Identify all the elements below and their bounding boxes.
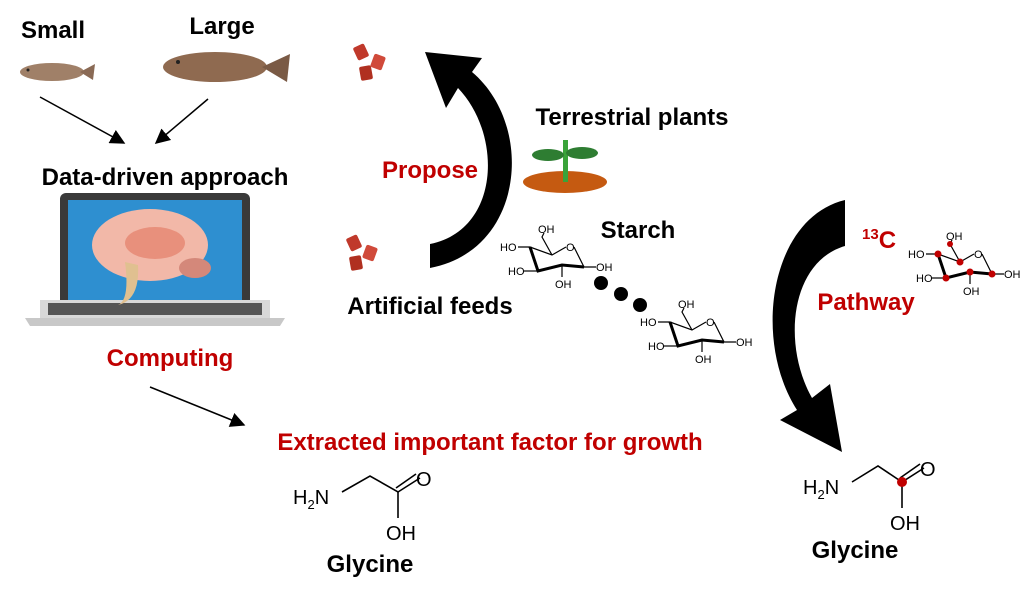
propose-curved-arrow bbox=[425, 52, 512, 268]
label-glycine-right: Glycine bbox=[812, 537, 899, 564]
label-artificial-feeds: Artificial feeds bbox=[347, 293, 512, 320]
label-starch: Starch bbox=[601, 217, 676, 244]
label-data-driven: Data-driven approach bbox=[42, 164, 289, 191]
glycine-structure-right: H2N O OH bbox=[803, 459, 936, 535]
large-fish-image bbox=[163, 52, 290, 82]
svg-text:OH: OH bbox=[890, 513, 920, 535]
arrow-computing-to-factor bbox=[149, 386, 246, 427]
pathway-curved-arrow bbox=[772, 200, 845, 452]
arrow-small-to-approach bbox=[39, 96, 126, 144]
glycine-structure-left: H2N O OH bbox=[293, 469, 432, 545]
label-pathway: Pathway bbox=[817, 289, 915, 316]
laptop-icon bbox=[25, 193, 285, 326]
label-small: Small bbox=[21, 17, 85, 44]
label-extracted-factor: Extracted important factor for growth bbox=[277, 429, 702, 456]
feed-pellets-bottom-icon bbox=[346, 234, 378, 271]
svg-text:H2N: H2N bbox=[803, 477, 839, 502]
label-13c: 13C bbox=[862, 226, 896, 254]
ellipsis-dot bbox=[594, 276, 608, 290]
label-large: Large bbox=[189, 13, 254, 40]
svg-text:O: O bbox=[416, 469, 432, 491]
svg-text:OH: OH bbox=[386, 523, 416, 545]
arrow-large-to-approach bbox=[154, 98, 209, 144]
label-propose: Propose bbox=[382, 157, 478, 184]
labeled-glucose-structure bbox=[906, 229, 1023, 300]
brain-icon bbox=[92, 209, 211, 305]
svg-text:H2N: H2N bbox=[293, 487, 329, 512]
label-glycine-left: Glycine bbox=[327, 551, 414, 578]
label-computing: Computing bbox=[107, 345, 234, 372]
glucose-structure-2 bbox=[638, 297, 755, 368]
feed-pellets-top-icon bbox=[353, 43, 386, 81]
ellipsis-dot bbox=[633, 298, 647, 312]
ellipsis-dot bbox=[614, 287, 628, 301]
small-fish-image bbox=[20, 63, 95, 81]
plant-icon bbox=[523, 140, 607, 193]
label-terrestrial-plants: Terrestrial plants bbox=[536, 104, 729, 131]
svg-text:O: O bbox=[920, 459, 936, 481]
